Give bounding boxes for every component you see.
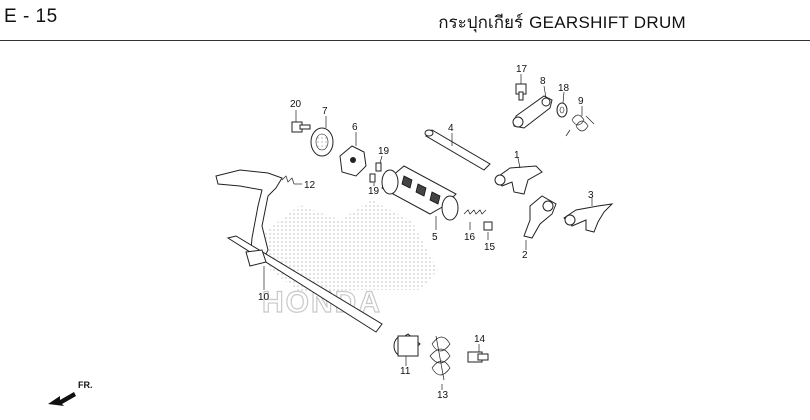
drum-center-plate xyxy=(339,132,367,177)
callout-2: 2 xyxy=(522,250,528,261)
callout-12: 12 xyxy=(304,180,316,191)
callout-19-lower: 19 xyxy=(368,186,380,197)
callout-5: 5 xyxy=(432,232,438,243)
front-direction-indicator: FR. xyxy=(48,380,93,406)
callout-17: 17 xyxy=(516,64,528,75)
stopper-pin xyxy=(483,221,493,240)
title-english: GEARSHIFT DRUM xyxy=(529,13,686,32)
honda-watermark: HONDA xyxy=(261,200,438,320)
title-thai: กระปุกเกียร์ xyxy=(438,13,524,32)
callout-4: 4 xyxy=(448,123,454,134)
stopper-arm xyxy=(512,85,553,129)
shift-fork-2 xyxy=(523,195,557,250)
return-spring-pin xyxy=(467,344,489,363)
dowel-pins xyxy=(369,155,383,186)
header-divider xyxy=(0,40,810,41)
gearshift-drum xyxy=(381,165,459,230)
stopper-arm-spring xyxy=(565,106,595,137)
shift-fork-3 xyxy=(563,198,614,233)
callout-7: 7 xyxy=(322,106,328,117)
bolt-17 xyxy=(515,74,527,101)
callout-6: 6 xyxy=(352,122,358,133)
shift-fork-1 xyxy=(494,157,543,195)
bolt-20 xyxy=(291,110,311,133)
fr-label: FR. xyxy=(78,380,93,390)
callout-19-upper: 19 xyxy=(378,146,390,157)
callout-10: 10 xyxy=(258,292,270,303)
callout-14: 14 xyxy=(474,334,486,345)
callout-18: 18 xyxy=(558,83,570,94)
collar xyxy=(393,333,421,366)
spindle-bolt xyxy=(281,175,302,185)
stopper-spring xyxy=(463,209,487,230)
return-spring xyxy=(429,335,451,390)
section-code: E - 15 xyxy=(4,6,58,27)
gearshift-spindle xyxy=(215,169,383,333)
callout-labels: 1 2 3 4 5 6 7 8 9 10 11 12 13 14 15 16 1… xyxy=(258,64,594,401)
callout-20: 20 xyxy=(290,99,302,110)
callout-13: 13 xyxy=(437,390,449,401)
fr-arrow-icon xyxy=(48,392,76,406)
callout-8: 8 xyxy=(540,76,546,87)
callout-9: 9 xyxy=(578,96,584,107)
callout-11: 11 xyxy=(400,366,411,377)
callout-16: 16 xyxy=(464,232,476,243)
shift-fork-shaft xyxy=(424,129,491,171)
drum-cam xyxy=(310,116,334,157)
callout-1: 1 xyxy=(514,150,520,161)
callout-3: 3 xyxy=(588,190,594,201)
washer-18 xyxy=(556,91,568,118)
callout-15: 15 xyxy=(484,242,496,253)
page-title: กระปุกเกียร์ GEARSHIFT DRUM xyxy=(438,9,686,36)
